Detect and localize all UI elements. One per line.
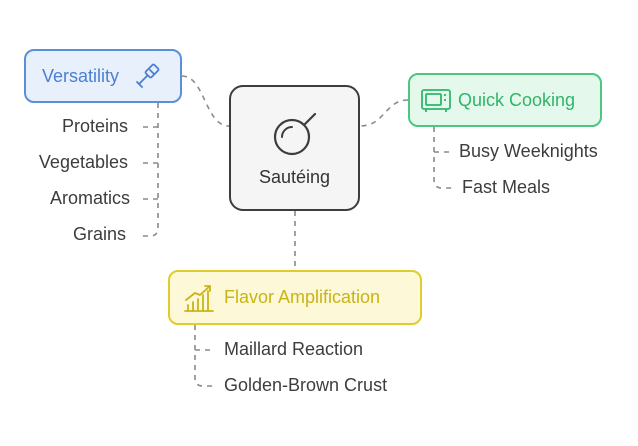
frying-pan-icon (270, 109, 320, 159)
flavor-item-maillard-reaction: Maillard Reaction (224, 339, 364, 359)
versatility-item-vegetables: Vegetables (38, 152, 128, 172)
branch-flavor-amplification: Flavor Amplification (168, 270, 422, 325)
branch-quick-cooking-label: Quick Cooking (458, 89, 576, 110)
branch-quick-cooking: Quick Cooking (408, 73, 602, 127)
quick-item-busy-weeknights: Busy Weeknights (459, 141, 598, 161)
versatility-item-proteins: Proteins (61, 116, 128, 136)
chart-growth-icon (182, 282, 216, 314)
versatility-item-aromatics: Aromatics (49, 188, 130, 208)
branch-versatility: Versatility (24, 49, 182, 103)
quick-item-fast-meals: Fast Meals (462, 177, 551, 197)
flavor-item-golden-brown-crust: Golden-Brown Crust (224, 375, 388, 395)
microwave-icon (420, 86, 452, 114)
branch-versatility-label: Versatility (42, 65, 120, 86)
spatula-icon (133, 61, 163, 91)
center-label: Sautéing (258, 166, 331, 187)
center-node-sauteing: Sautéing (229, 85, 360, 211)
versatility-item-grains: Grains (72, 224, 126, 244)
branch-flavor-amplification-label: Flavor Amplification (224, 287, 381, 307)
